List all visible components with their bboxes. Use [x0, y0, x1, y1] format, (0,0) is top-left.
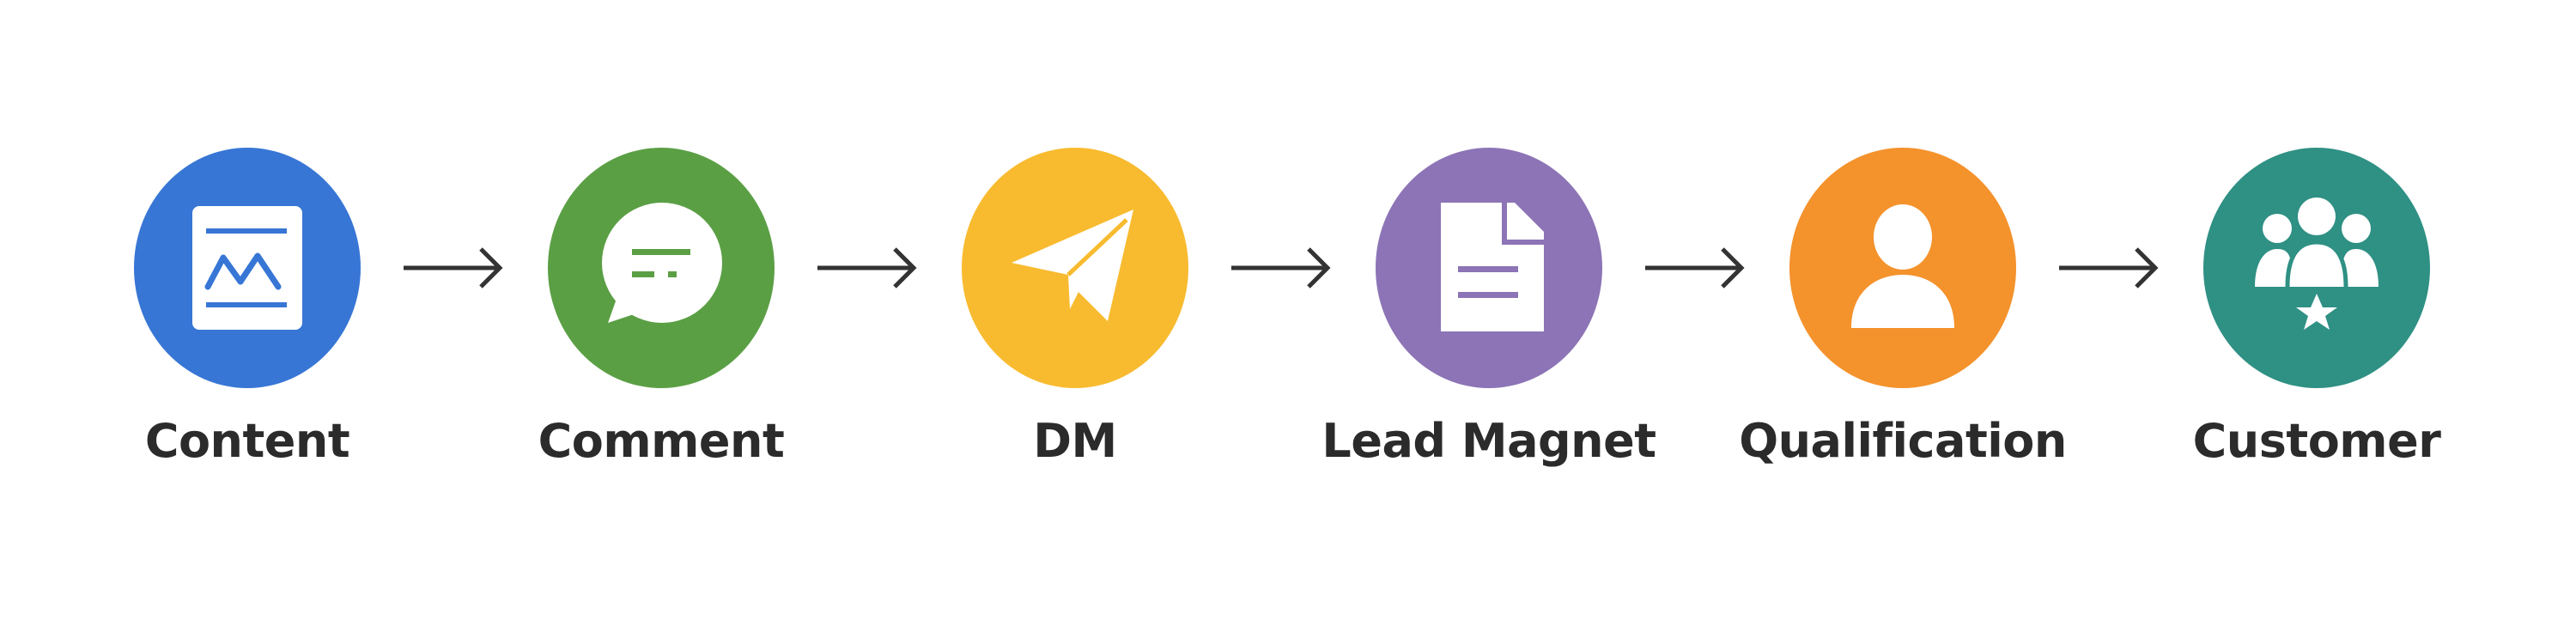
arrow-right-icon — [1642, 242, 1748, 294]
qualification-circle — [1789, 148, 2016, 388]
step-label: Content — [144, 414, 350, 468]
comment-bubble-icon — [602, 203, 722, 323]
document-icon — [1441, 203, 1544, 331]
step-label: Comment — [538, 414, 785, 468]
step-label: DM — [1033, 414, 1117, 468]
step-customer: Customer — [2128, 148, 2506, 508]
step-label: Qualification — [1739, 414, 2067, 468]
lead-magnet-circle — [1376, 148, 1602, 388]
step-qualification: Qualification — [1714, 148, 2092, 508]
step-content: Content — [58, 148, 436, 508]
comment-circle — [548, 148, 775, 388]
dm-circle — [962, 148, 1188, 388]
content-chart-icon — [192, 206, 302, 330]
step-comment: Comment — [472, 148, 850, 508]
arrow-right-icon — [1228, 242, 1334, 294]
content-circle — [134, 148, 361, 388]
arrow-right-icon — [400, 242, 507, 294]
paper-plane-icon — [1012, 210, 1133, 321]
step-lead-magnet: Lead Magnet — [1300, 148, 1678, 508]
person-icon — [1851, 204, 1954, 328]
step-label: Customer — [2192, 414, 2441, 468]
step-dm: DM — [886, 148, 1264, 508]
step-label: Lead Magnet — [1321, 414, 1656, 468]
customer-group-star-icon — [2255, 197, 2379, 330]
arrow-right-icon — [2056, 242, 2162, 294]
arrow-right-icon — [814, 242, 920, 294]
customer-circle — [2203, 148, 2430, 388]
